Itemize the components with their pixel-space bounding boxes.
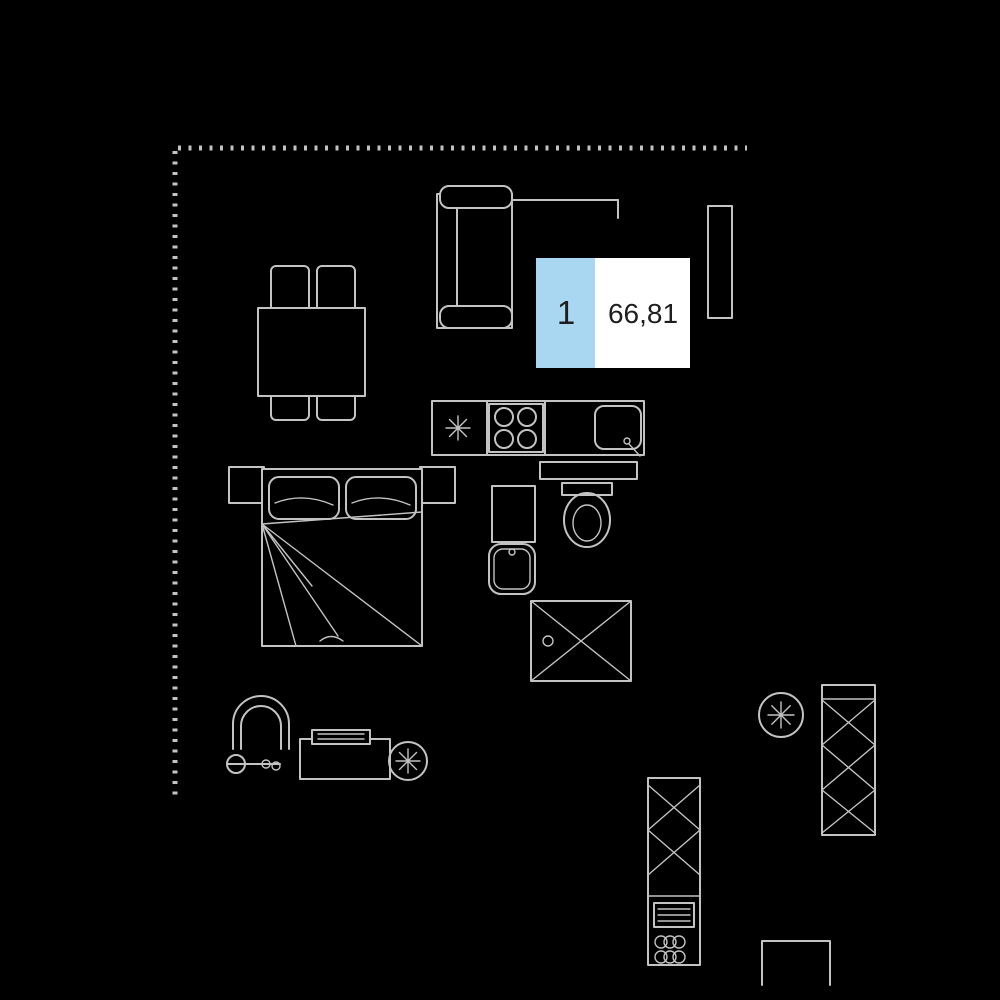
fan-icon-right [758, 692, 804, 738]
drawer-unit [653, 902, 695, 928]
cooktop-icon [488, 403, 544, 453]
rooms-badge[interactable] [536, 258, 595, 368]
toilet [539, 461, 638, 548]
sofa [436, 185, 619, 329]
bench [299, 729, 391, 780]
dining-table [257, 307, 366, 397]
area-value: 66,81 [608, 298, 678, 329]
toilet-tank [561, 482, 613, 496]
dining-set [257, 265, 366, 421]
pillow-left [268, 476, 340, 520]
washbasin-cabinet [491, 485, 536, 543]
dining-chair [270, 265, 310, 313]
drain-icon [542, 635, 554, 647]
faucet-icon [508, 548, 516, 556]
nightstand-left [228, 466, 265, 504]
double-bed [228, 466, 456, 647]
unit-label[interactable]: 1 66,81 [536, 258, 690, 368]
tall-cabinet [647, 777, 701, 966]
side-cabinet [707, 205, 733, 319]
fan-icon-left [388, 741, 428, 781]
toilet-bowl [563, 492, 611, 548]
balcony-outline [761, 940, 831, 986]
cistern-niche [539, 461, 638, 480]
shower [530, 600, 632, 682]
nightstand-right [419, 466, 456, 504]
entry-arch [232, 695, 290, 750]
basin-outer [488, 543, 536, 595]
dining-chair [316, 265, 356, 313]
blanket-folds [261, 511, 423, 647]
area-badge[interactable] [595, 258, 690, 368]
extractor-vent-icon [445, 415, 471, 441]
rooms-count: 1 [557, 294, 575, 331]
coil-radiator-icon [654, 935, 686, 964]
kitchen-sink-icon [594, 405, 642, 457]
bed-frame [261, 468, 423, 647]
kitchen-counter [431, 400, 645, 457]
washbasin [488, 485, 536, 595]
door-handle-icon [226, 754, 281, 774]
wardrobe [821, 684, 876, 836]
pillow-right [345, 476, 417, 520]
dotted-boundary [172, 145, 747, 800]
